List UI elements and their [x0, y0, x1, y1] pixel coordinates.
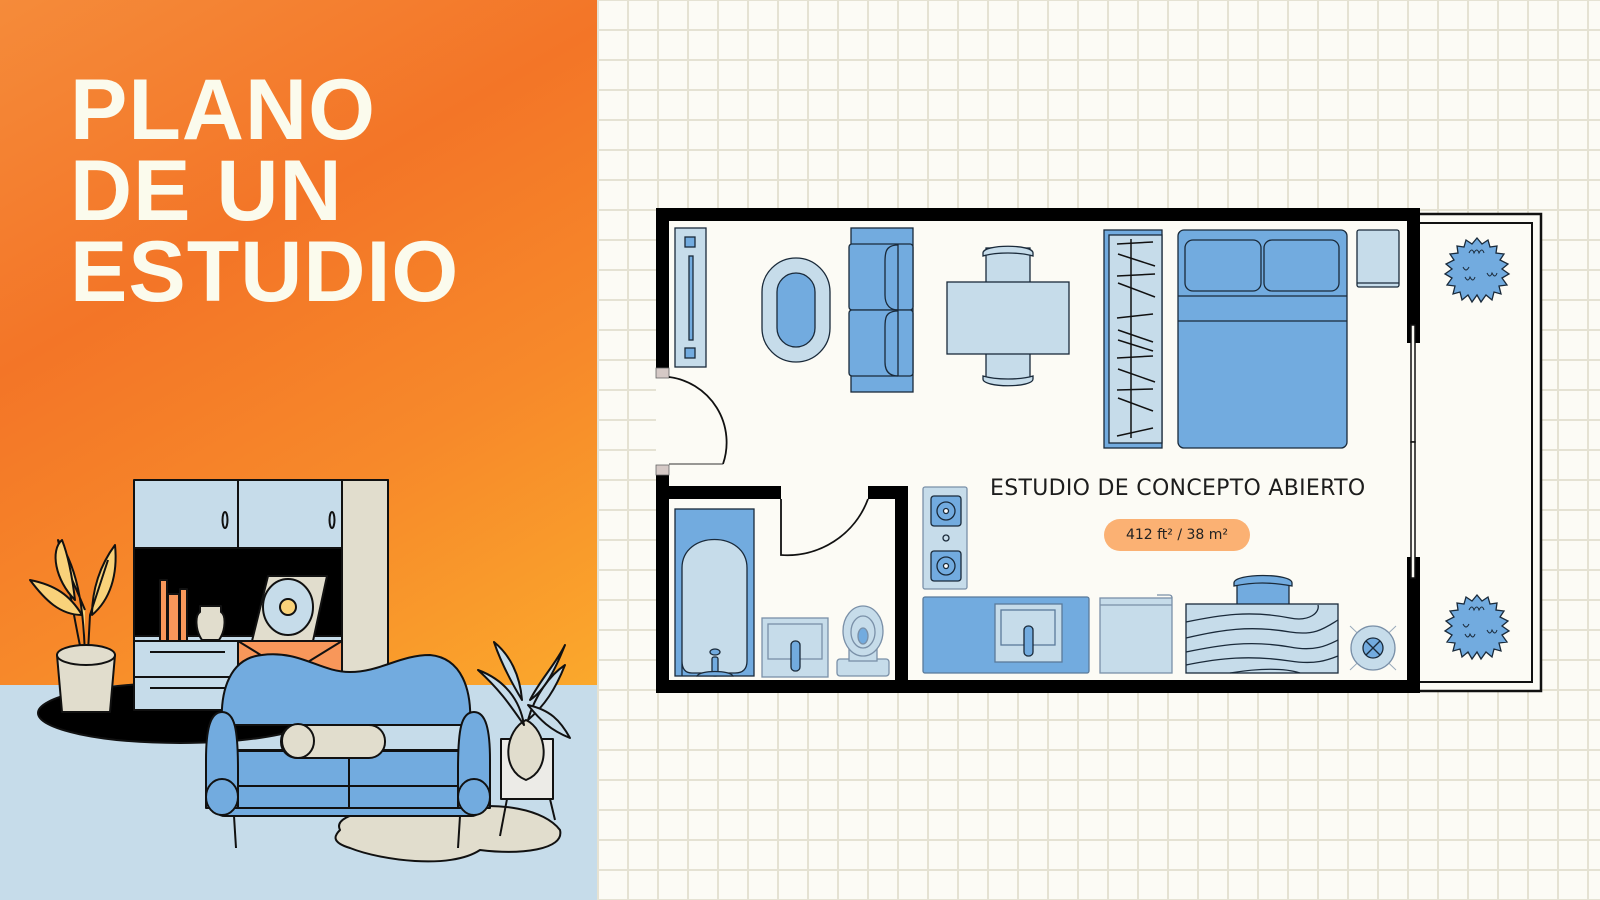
shelving-unit-icon [133, 479, 389, 711]
living-room-illustration [29, 479, 571, 863]
tv-console-icon [674, 227, 707, 368]
sofa-icon [848, 227, 914, 393]
desk-with-chair-icon [1185, 574, 1339, 674]
title-line-1: PLANO [70, 62, 376, 158]
nightstand-icon [1356, 229, 1400, 288]
fridge-icon [1099, 594, 1173, 674]
bathroom-door-swing-icon [780, 498, 869, 557]
balcony-plant-bottom-icon [1443, 593, 1511, 661]
stove-cooktop-icon [922, 486, 968, 590]
page-title: PLANO DE UN ESTUDIO [70, 62, 460, 320]
floor-lamp-icon [1349, 625, 1397, 671]
room-label: ESTUDIO DE CONCEPTO ABIERTO [990, 476, 1366, 501]
kitchen-sink-counter-icon [922, 596, 1090, 674]
entry-door-swing-icon [668, 376, 728, 465]
sofa-icon [205, 653, 491, 849]
left-hero-panel: PLANO DE UN ESTUDIO [0, 0, 597, 900]
bathtub-icon [674, 508, 755, 677]
toilet-icon [836, 605, 890, 677]
walls [656, 208, 1420, 693]
wardrobe-icon [1103, 229, 1163, 449]
oval-rug-icon [761, 257, 831, 363]
area-badge: 412 ft² / 38 m² [1104, 519, 1250, 551]
area-badge-text: 412 ft² / 38 m² [1125, 527, 1229, 543]
potted-plant-right-icon [477, 641, 571, 837]
balcony-plant-top-icon [1443, 236, 1511, 304]
potted-plant-left-icon [29, 539, 117, 713]
title-line-3: ESTUDIO [70, 224, 460, 320]
double-bed-icon [1177, 229, 1348, 449]
dining-table-icon [946, 245, 1070, 387]
balcony-sliding-door [1410, 324, 1416, 579]
balcony [1412, 212, 1543, 693]
bathroom-sink-icon [761, 617, 829, 678]
title-line-2: DE UN [70, 143, 343, 239]
